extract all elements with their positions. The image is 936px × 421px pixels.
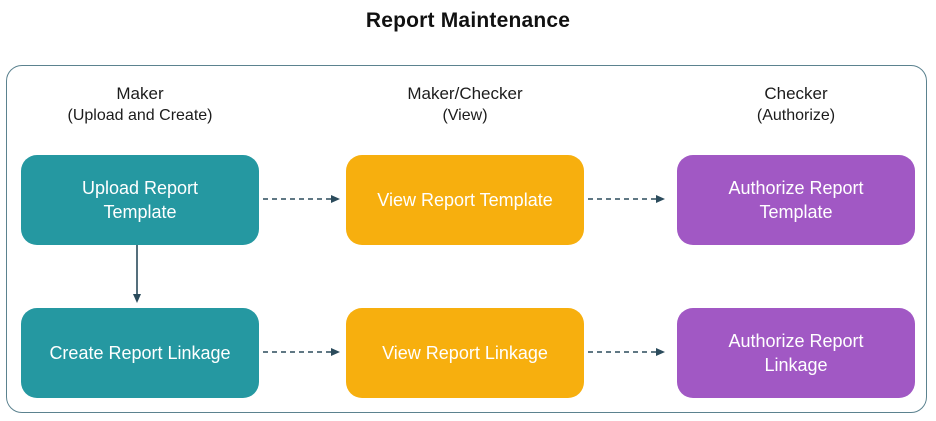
node-upload-report-template: Upload Report Template	[21, 155, 259, 245]
column-action: (Upload and Create)	[67, 107, 213, 125]
diagram-title: Report Maintenance	[365, 9, 571, 32]
column-header-maker-checker: Maker/Checker (View)	[335, 83, 595, 127]
column-header-maker: Maker (Upload and Create)	[10, 83, 270, 127]
node-view-report-template: View Report Template	[346, 155, 584, 245]
node-authorize-report-linkage: Authorize Report Linkage	[677, 308, 915, 398]
node-create-report-linkage: Create Report Linkage	[21, 308, 259, 398]
node-authorize-report-template: Authorize Report Template	[677, 155, 915, 245]
diagram-frame: Maker (Upload and Create) Maker/Checker …	[6, 65, 927, 413]
column-header-checker: Checker (Authorize)	[666, 83, 926, 127]
column-action: (View)	[442, 107, 488, 125]
column-role: Checker	[764, 84, 828, 103]
column-role: Maker/Checker	[407, 84, 523, 103]
column-role: Maker	[116, 84, 164, 103]
column-action: (Authorize)	[756, 107, 836, 125]
node-view-report-linkage: View Report Linkage	[346, 308, 584, 398]
